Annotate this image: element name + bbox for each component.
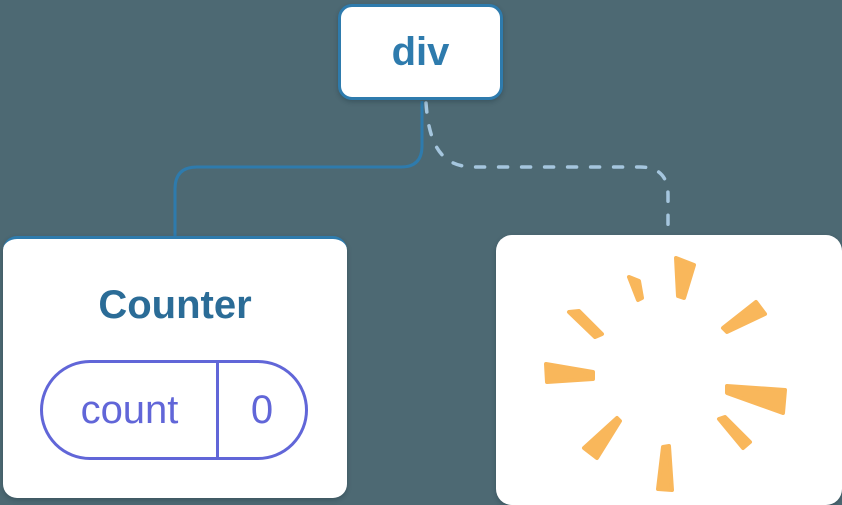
tree-node-counter: Counter count 0 bbox=[3, 236, 347, 498]
dashed-connector-line bbox=[424, 101, 670, 238]
solid-connector-line bbox=[173, 101, 424, 237]
counter-node-label: Counter bbox=[98, 283, 252, 327]
state-pill: count 0 bbox=[40, 360, 308, 460]
div-node-label: div bbox=[391, 29, 450, 74]
state-value: 0 bbox=[250, 387, 274, 432]
tree-node-removed bbox=[496, 235, 842, 505]
state-key-label: count bbox=[43, 363, 219, 457]
poof-sparkle-icon bbox=[544, 256, 787, 492]
tree-node-div: div bbox=[338, 4, 503, 100]
